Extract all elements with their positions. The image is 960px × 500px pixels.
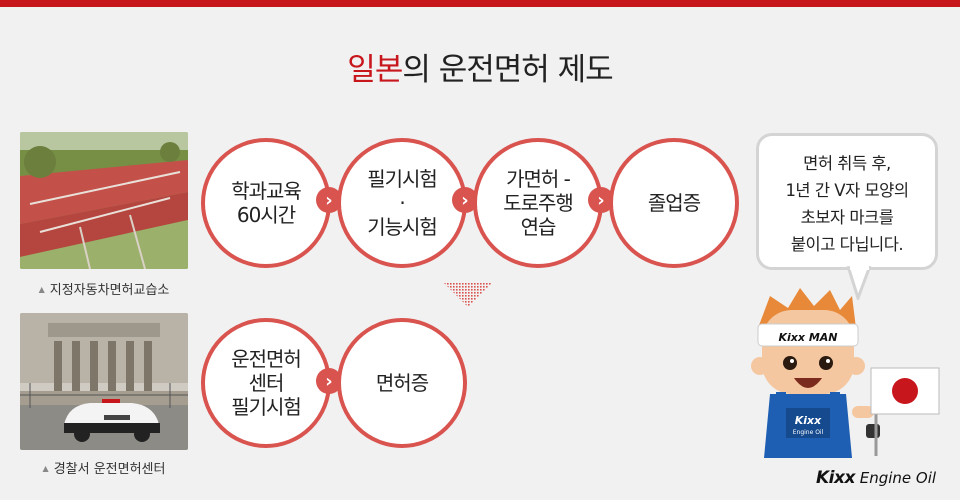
mascot-overall-text: Kixx xyxy=(795,414,822,427)
step-label: 필기시험 · 기능시험 xyxy=(367,167,437,239)
step-label: 가면허 - 도로주행 연습 xyxy=(503,167,573,239)
step-circle: 가면허 - 도로주행 연습 xyxy=(473,138,603,268)
caption-triangle-icon: ▲ xyxy=(39,285,45,294)
title-highlight: 일본 xyxy=(347,52,402,88)
step-label: 학과교육 60시간 xyxy=(231,179,301,227)
step-circle: 운전면허 센터 필기시험 xyxy=(201,318,331,448)
step-circle: 필기시험 · 기능시험 xyxy=(337,138,467,268)
mascot-overall-sub: Engine Oil xyxy=(793,429,824,436)
japan-flag-icon xyxy=(892,378,918,404)
step-circle: 졸업증 xyxy=(609,138,739,268)
step-label: 졸업증 xyxy=(648,191,700,215)
police-station-caption: ▲ 경찰서 운전면허센터 xyxy=(20,458,188,477)
step-circle: 면허증 xyxy=(337,318,467,448)
mascot-cap-text: Kixx MAN xyxy=(779,331,838,344)
page-title: 일본의 운전면허 제도 xyxy=(0,44,960,89)
brand-logo-sub: Engine Oil xyxy=(860,469,936,487)
brand-logo: Kixx Engine Oil xyxy=(816,468,936,488)
down-triangle-icon xyxy=(444,283,492,309)
speech-bubble: 면허 취득 후, 1년 간 V자 모양의 초보자 마크를 붙이고 다닙니다. xyxy=(756,133,938,270)
top-accent-bar xyxy=(0,0,960,7)
brand-logo-main: Kixx xyxy=(816,468,855,488)
title-rest: 의 운전면허 제도 xyxy=(402,52,612,88)
caption-triangle-icon: ▲ xyxy=(43,464,49,473)
caption-text: 지정자동차면허교습소 xyxy=(50,283,170,298)
driving-school-photo xyxy=(20,132,188,269)
driving-school-caption: ▲ 지정자동차면허교습소 xyxy=(20,279,188,298)
step-circle: 학과교육 60시간 xyxy=(201,138,331,268)
caption-text: 경찰서 운전면허센터 xyxy=(54,462,166,477)
bubble-text: 면허 취득 후, 1년 간 V자 모양의 초보자 마크를 붙이고 다닙니다. xyxy=(759,150,935,258)
kixx-mascot: Kixx MAN Kixx Engine Oil xyxy=(748,288,948,458)
police-station-photo xyxy=(20,313,188,450)
step-label: 운전면허 센터 필기시험 xyxy=(231,347,301,419)
step-label: 면허증 xyxy=(376,371,428,395)
